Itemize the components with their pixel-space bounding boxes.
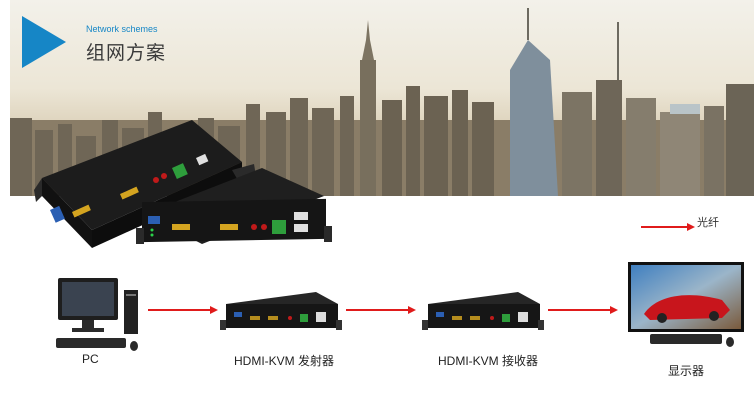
pc-graphic	[56, 278, 138, 351]
transmitter-label: HDMI-KVM 发射器	[234, 354, 334, 368]
fiber-arrow-tx-to-rx	[346, 306, 416, 314]
fiber-arrow-pc-to-tx	[148, 306, 218, 314]
section-title-cn: 组网方案	[86, 43, 167, 64]
fiber-legend-arrow	[641, 223, 695, 231]
display-label: 显示器	[668, 364, 705, 378]
pc-label: PC	[82, 352, 99, 366]
fiber-legend-label: 光纤	[697, 217, 719, 229]
fiber-arrow-rx-to-display	[548, 306, 618, 314]
receiver-graphic	[422, 292, 544, 330]
display-graphic	[628, 262, 744, 347]
transmitter-graphic	[220, 292, 342, 330]
brand-triangle-icon	[22, 16, 66, 68]
section-title-en: Network schemes	[86, 24, 158, 34]
receiver-label: HDMI-KVM 接收器	[438, 354, 538, 368]
product-photo-devices	[34, 120, 332, 248]
